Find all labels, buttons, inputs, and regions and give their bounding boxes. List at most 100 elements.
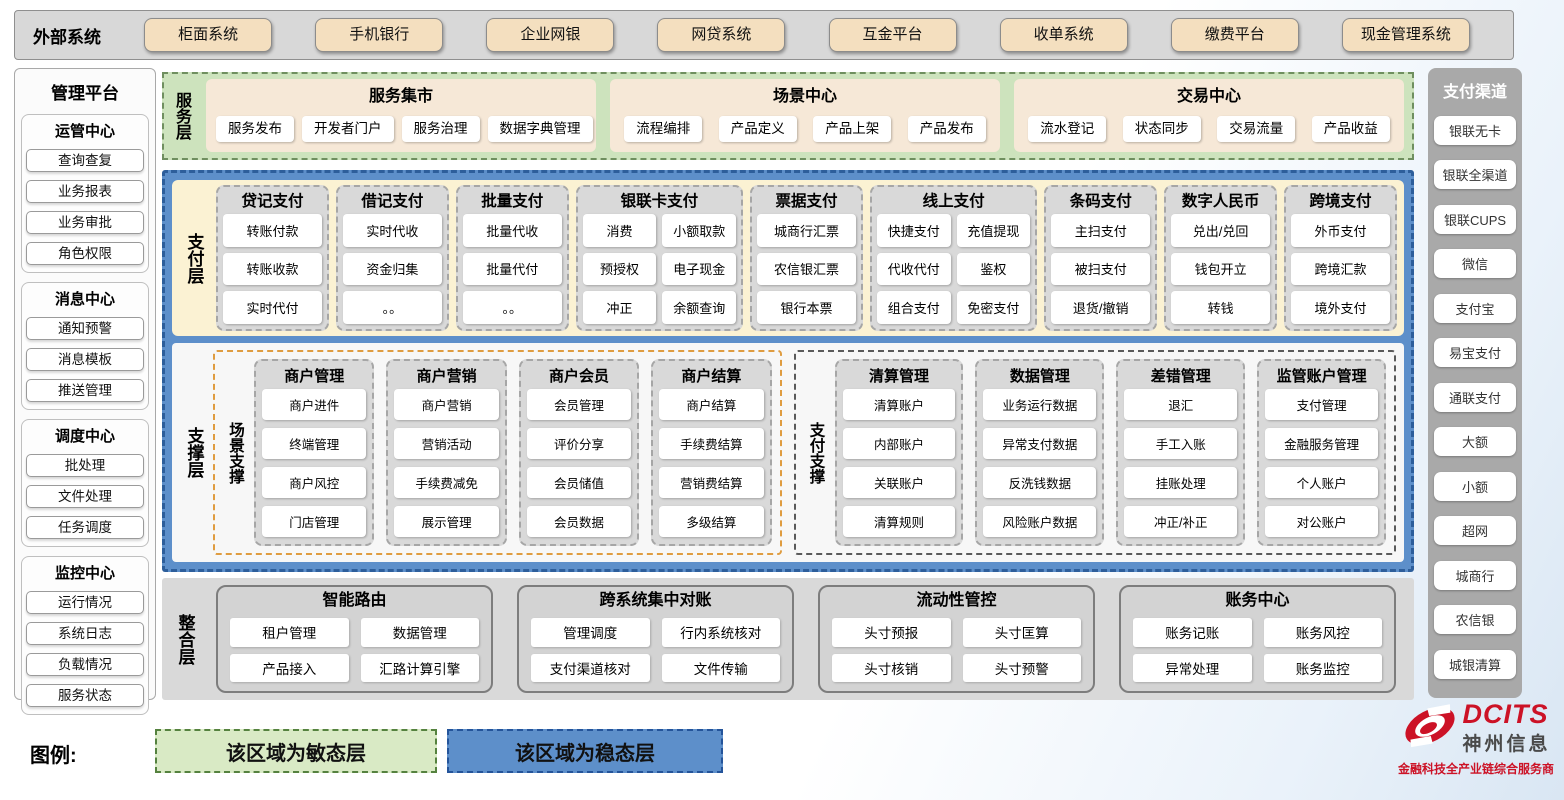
payment-column-title: 借记支付 (343, 189, 442, 214)
payment-column: 线上支付 快捷支付充值提现代收代付鉴权组合支付免密支付 (870, 185, 1037, 331)
service-panel: 交易中心 流水登记状态同步交易流量产品收益 (1014, 79, 1404, 152)
integration-item-box: 头寸预报 (832, 618, 951, 647)
integration-item-box: 管理调度 (531, 618, 650, 647)
payment-layer-label: 支付层 (179, 185, 209, 331)
service-item-box: 交易流量 (1217, 116, 1295, 142)
external-system-box: 手机银行 (315, 18, 443, 52)
integration-panel-title: 跨系统集中对账 (531, 589, 780, 613)
external-systems-bar: 外部系统 柜面系统手机银行企业网银网贷系统互金平台收单系统缴费平台现金管理系统 (14, 10, 1514, 60)
external-system-box: 缴费平台 (1171, 18, 1299, 52)
support-layer-label: 支撑层 (180, 350, 208, 555)
management-item-box: 消息模板 (26, 348, 144, 371)
payment-column-items: 批量代收批量代付。。 (463, 214, 562, 324)
support-item-box: 会员管理 (527, 389, 631, 420)
support-item-box: 手续费减免 (394, 467, 498, 498)
payment-channel-box: 城银清算 (1434, 650, 1516, 679)
payment-channel-box: 城商行 (1434, 561, 1516, 590)
integration-item-box: 账务风控 (1264, 618, 1383, 647)
payment-item-box: 银行本票 (757, 291, 856, 324)
support-item-box: 个人账户 (1265, 467, 1378, 498)
management-group-title: 运管中心 (26, 120, 144, 141)
payment-item-box: 预授权 (583, 253, 657, 286)
external-system-box: 互金平台 (829, 18, 957, 52)
support-column: 数据管理 业务运行数据异常支付数据反洗钱数据风险账户数据 (975, 359, 1104, 546)
service-layer-label: 服务层 (168, 79, 194, 152)
management-item-box: 查询查复 (26, 149, 144, 172)
integration-item-box: 汇路计算引擎 (361, 654, 480, 683)
support-regions: 场景支撑 商户管理 商户进件终端管理商户风控门店管理 商户营销 (213, 350, 1396, 555)
payment-channels-list: 银联无卡银联全渠道银联CUPS微信支付宝易宝支付通联支付大额小额超网城商行农信银… (1434, 106, 1516, 688)
service-item-box: 流水登记 (1028, 116, 1106, 142)
support-column: 商户结算 商户结算手续费结算营销费结算多级结算 (651, 359, 771, 546)
support-item-box: 展示管理 (394, 506, 498, 537)
service-item-box: 产品上架 (813, 116, 891, 142)
payment-column-title: 数字人民币 (1171, 189, 1270, 214)
payment-channel-box: 易宝支付 (1434, 338, 1516, 367)
payment-channels-panel: 支付渠道 银联无卡银联全渠道银联CUPS微信支付宝易宝支付通联支付大额小额超网城… (1428, 68, 1522, 698)
support-item-box: 清算规则 (843, 506, 956, 537)
payment-channel-box: 微信 (1434, 249, 1516, 278)
payment-column-items: 主扫支付被扫支付退货/撤销 (1051, 214, 1150, 324)
integration-panel-items: 账务记账账务风控异常处理账务监控 (1133, 618, 1382, 682)
integration-item-box: 行内系统核对 (662, 618, 781, 647)
support-column-items: 清算账户内部账户关联账户清算规则 (843, 389, 956, 537)
support-item-box: 支付管理 (1265, 389, 1378, 420)
payment-column: 数字人民币 兑出/兑回钱包开立转钱 (1164, 185, 1277, 331)
support-column-title: 商户会员 (527, 364, 631, 389)
legend-stable-box: 该区域为稳态层 (447, 729, 723, 773)
integration-item-box: 支付渠道核对 (531, 654, 650, 683)
support-item-box: 评价分享 (527, 428, 631, 459)
payment-item-box: 实时代付 (223, 291, 322, 324)
payment-channel-box: 小额 (1434, 472, 1516, 501)
integration-panel: 账务中心 账务记账账务风控异常处理账务监控 (1119, 585, 1396, 693)
payment-item-box: 。。 (463, 291, 562, 324)
payment-channel-box: 大额 (1434, 427, 1516, 456)
integration-layer-label: 整合层 (172, 585, 198, 693)
payment-column-title: 批量支付 (463, 189, 562, 214)
scene-support-columns: 商户管理 商户进件终端管理商户风控门店管理 商户营销 商户营销营销活动手续费减免… (254, 359, 772, 546)
support-column-title: 商户营销 (394, 364, 498, 389)
payment-item-box: 外币支付 (1291, 214, 1390, 247)
payment-item-box: 充值提现 (957, 214, 1031, 247)
management-group: 监控中心 运行情况系统日志负载情况服务状态 (21, 556, 149, 715)
payment-column: 批量支付 批量代收批量代付。。 (456, 185, 569, 331)
management-group-items: 通知预警消息模板推送管理 (26, 317, 144, 402)
legend-label: 图例: (30, 739, 77, 768)
management-group-items: 运行情况系统日志负载情况服务状态 (26, 591, 144, 707)
support-column-items: 会员管理评价分享会员储值会员数据 (527, 389, 631, 537)
management-item-box: 角色权限 (26, 242, 144, 265)
payment-item-box: 转钱 (1171, 291, 1270, 324)
payment-item-box: 小额取款 (662, 214, 736, 247)
management-group-title: 消息中心 (26, 288, 144, 309)
payment-item-box: 转账付款 (223, 214, 322, 247)
support-item-box: 手工入账 (1124, 428, 1237, 459)
support-column-items: 商户结算手续费结算营销费结算多级结算 (659, 389, 763, 537)
management-item-box: 业务审批 (26, 211, 144, 234)
payment-item-box: 转账收款 (223, 253, 322, 286)
payment-item-box: 跨境汇款 (1291, 253, 1390, 286)
support-column-title: 数据管理 (983, 364, 1096, 389)
integration-panel: 跨系统集中对账 管理调度行内系统核对支付渠道核对文件传输 (517, 585, 794, 693)
management-item-box: 推送管理 (26, 379, 144, 402)
support-column: 监管账户管理 支付管理金融服务管理个人账户对公账户 (1257, 359, 1386, 546)
service-panel-title: 交易中心 (1024, 82, 1394, 106)
management-group: 消息中心 通知预警消息模板推送管理 (21, 282, 149, 410)
external-system-box: 网贷系统 (657, 18, 785, 52)
support-item-box: 业务运行数据 (983, 389, 1096, 420)
service-item-box: 数据字典管理 (488, 116, 593, 142)
payment-item-box: 免密支付 (957, 291, 1031, 324)
management-item-box: 系统日志 (26, 622, 144, 645)
support-column: 清算管理 清算账户内部账户关联账户清算规则 (835, 359, 964, 546)
integration-panel-title: 账务中心 (1133, 589, 1382, 613)
payment-channel-box: 银联全渠道 (1434, 160, 1516, 189)
support-item-box: 退汇 (1124, 389, 1237, 420)
integration-item-box: 租户管理 (230, 618, 349, 647)
support-item-box: 营销活动 (394, 428, 498, 459)
payment-column-items: 兑出/兑回钱包开立转钱 (1171, 214, 1270, 324)
service-item-box: 产品收益 (1312, 116, 1390, 142)
payment-support-columns: 清算管理 清算账户内部账户关联账户清算规则 数据管理 业务运行数据异常支付数据反… (835, 359, 1386, 546)
support-column-items: 商户营销营销活动手续费减免展示管理 (394, 389, 498, 537)
payment-support-region: 支付支撑 清算管理 清算账户内部账户关联账户清算规则 数据管理 (794, 350, 1396, 555)
integration-item-box: 账务监控 (1264, 654, 1383, 683)
